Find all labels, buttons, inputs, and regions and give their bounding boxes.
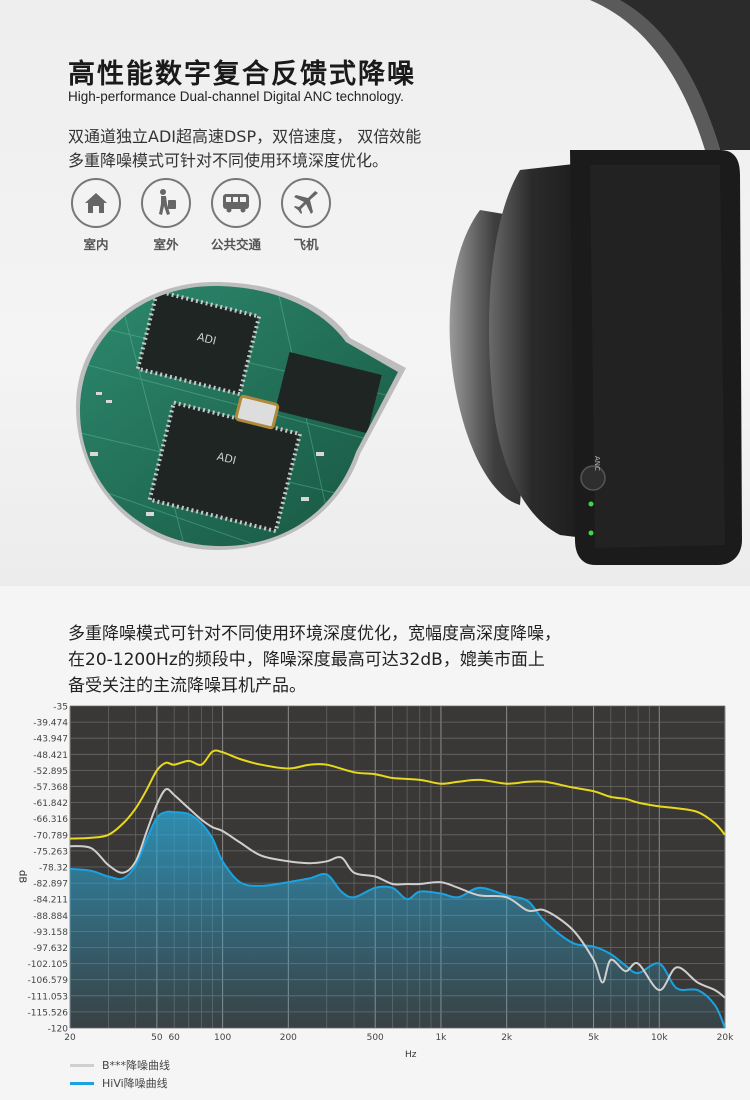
y-tick-label: -48.421: [33, 751, 68, 761]
y-axis-label: dB: [17, 870, 28, 883]
hivi-area: [70, 811, 725, 1028]
series-line-2: [69, 810, 726, 1029]
page-title: 高性能数字复合反馈式降噪: [68, 59, 416, 90]
description-line-2: 多重降噪模式可针对不同使用环境深度优化。: [68, 151, 389, 170]
y-tick-label: -93.158: [33, 928, 68, 938]
y-tick-label: -115.526: [28, 1008, 69, 1018]
x-tick-label: 20: [64, 1033, 76, 1043]
y-tick-label: -102.105: [28, 960, 68, 970]
y-tick-label: -97.632: [33, 944, 68, 954]
x-tick-label: 10k: [651, 1033, 668, 1043]
legend-swatch: [70, 1063, 94, 1067]
x-tick-label: 5k: [588, 1033, 600, 1043]
curve-areas: [70, 811, 725, 1028]
x-tick-label: 50: [151, 1033, 163, 1043]
y-tick-label: -66.316: [33, 815, 68, 825]
x-tick-label: 20k: [717, 1033, 734, 1043]
page-subtitle: High-performance Dual-channel Digital AN…: [68, 89, 404, 104]
noise-reduction-chart: -35 -39.474 -43.947 -48.421 -52.895 -57.368 -6…: [17, 703, 735, 1061]
y-tick-label: -84.211: [33, 896, 68, 906]
chart-legend: B***降噪曲线 HiVi降噪曲线: [70, 1056, 170, 1092]
y-tick-label: -78.32: [39, 864, 68, 874]
series-line-1: [69, 787, 726, 999]
curve-lines: [69, 749, 726, 1029]
y-tick-label: -111.053: [28, 992, 68, 1002]
x-tick-label: 500: [367, 1033, 384, 1043]
y-tick-labels: -35 -39.474 -43.947 -48.421 -52.895 -57.368 -6…: [28, 703, 69, 1035]
y-tick-label: -120: [48, 1025, 69, 1035]
y-tick-label: -106.579: [28, 976, 69, 986]
bottom-section: 多重降噪模式可针对不同使用环境深度优化，宽幅度高深度降噪， 在20-1200Hz…: [0, 586, 750, 1100]
y-tick-label: -57.368: [33, 783, 68, 793]
legend-label: HiVi降噪曲线: [102, 1077, 168, 1090]
noise-mode-list: 室内 室外: [68, 178, 368, 258]
mode-transit: 公共交通: [208, 178, 264, 253]
chip-marking: ADI: [216, 450, 238, 467]
x-tick-label: 200: [280, 1033, 297, 1043]
description-line-1: 双通道独立ADI超高速DSP，双倍速度， 双倍效能: [68, 127, 422, 146]
walker-icon: [159, 189, 176, 215]
y-tick-label: -82.897: [33, 880, 68, 890]
x-tick-labels: 20 50 60 100 200 500 1k 2k 5k 10k 20k: [64, 1033, 734, 1043]
mode-airplane: 飞机: [278, 178, 334, 253]
dsp-chip-photo: ADI ADI: [76, 282, 406, 550]
mode-indoor: 室内: [68, 178, 124, 253]
y-tick-label: -70.789: [33, 831, 68, 841]
anc-performance-description: 多重降噪模式可针对不同使用环境深度优化，宽幅度高深度降噪， 在20-1200Hz…: [68, 621, 708, 699]
y-tick-label: -52.895: [33, 767, 68, 777]
anc-button-label: ANC: [593, 456, 601, 471]
y-tick-label: -43.947: [33, 735, 68, 745]
chip-marking: ADI: [196, 330, 218, 347]
y-tick-label: -75.263: [33, 847, 68, 857]
bus-icon: [223, 194, 249, 213]
x-tick-label: 2k: [501, 1033, 513, 1043]
home-icon: [85, 193, 107, 213]
legend-label: B***降噪曲线: [102, 1059, 171, 1072]
series-line-0: [69, 749, 726, 840]
x-tick-label: 60: [168, 1033, 180, 1043]
y-tick-label: -35: [53, 703, 68, 713]
y-tick-label: -88.884: [33, 912, 68, 922]
x-axis-label: Hz: [405, 1050, 417, 1060]
mode-label: 飞机: [293, 237, 319, 252]
legend-swatch: [70, 1081, 94, 1085]
mode-label: 室内: [83, 237, 109, 252]
x-tick-label: 100: [214, 1033, 231, 1043]
mode-label: 室外: [153, 237, 179, 252]
headphone-photo: ANC: [449, 0, 750, 565]
legend-item-hivi: HiVi降噪曲线: [70, 1074, 170, 1092]
mode-label: 公共交通: [210, 237, 261, 252]
performance-line-2: 在20-1200Hz的频段中，降噪深度最高可达32dB，媲美市面上: [68, 650, 545, 670]
y-tick-label: -39.474: [33, 719, 68, 729]
x-tick-label: 1k: [435, 1033, 447, 1043]
performance-line-3: 备受关注的主流降噪耳机产品。: [68, 676, 306, 696]
feature-description: 双通道独立ADI超高速DSP，双倍速度， 双倍效能 多重降噪模式可针对不同使用环…: [68, 125, 421, 173]
mode-outdoor: 室外: [138, 178, 194, 253]
airplane-icon: [294, 191, 318, 214]
y-tick-label: -61.842: [33, 799, 68, 809]
top-section: 高性能数字复合反馈式降噪 High-performance Dual-chann…: [0, 0, 750, 586]
legend-item-b: B***降噪曲线: [70, 1056, 170, 1074]
performance-line-1: 多重降噪模式可针对不同使用环境深度优化，宽幅度高深度降噪，: [68, 624, 561, 644]
